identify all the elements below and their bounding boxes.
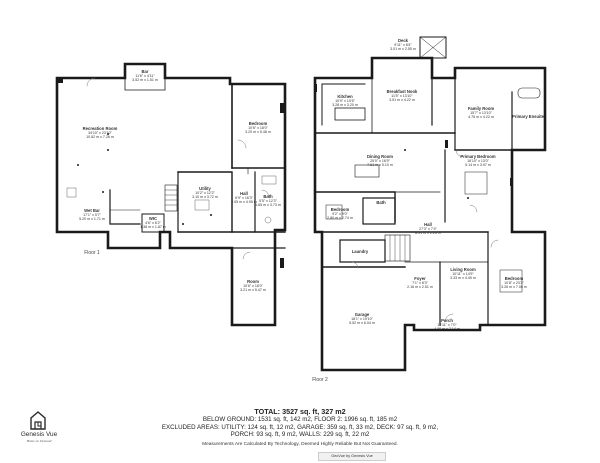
room-dims-hall1: 6'9" x 16'3" xyxy=(235,196,253,200)
room-metric-bedroom2: 2.80 m x 2.74 m xyxy=(327,216,353,220)
floor-1-plan xyxy=(55,62,287,327)
room-name-bath2: Bath xyxy=(376,200,386,205)
room-metric-family: 4.75 m x 4.22 m xyxy=(468,115,494,119)
room-name-room: Room xyxy=(247,279,259,284)
brand-name: Genesis Vue xyxy=(20,431,58,438)
room-metric-hall1: 2.05 m x 4.95 m xyxy=(231,200,257,204)
floor-1-label: Floor 1 xyxy=(84,250,100,256)
room-metric-wetbar: 5.20 m x 1.71 m xyxy=(79,217,105,221)
room-dims-breakfast: 11'5" x 13'10" xyxy=(391,94,413,98)
room-name-family: Family Room xyxy=(468,106,495,111)
room-dims-room: 10'6" x 18'0" xyxy=(243,284,263,288)
room-metric-foyer: 2.16 m x 2.51 m xyxy=(407,285,433,289)
room-name-dining: Dining Room xyxy=(367,154,393,159)
brand-tagline: Home on Demand xyxy=(26,439,52,443)
room-dims-garage: 18'1" x 19'10" xyxy=(351,317,373,321)
room-name-breakfast: Breakfast Nook xyxy=(387,89,418,94)
room-dims-dining: 25'0" x 16'9" xyxy=(370,159,390,163)
room-metric-porch: 4.86 m x 2.14 m xyxy=(434,327,460,331)
room-metric-bedroom3: 3.26 m x 7.06 m xyxy=(501,285,527,289)
floor-2-fixtures xyxy=(314,84,513,199)
room-dims-family: 15'7" x 13'10" xyxy=(470,111,492,115)
room-metric-recreation: 10.62 m x 7.26 m xyxy=(86,135,114,139)
room-dims-primary: 16'10" x 13'0" xyxy=(467,159,489,163)
room-metric-room: 3.21 m x 5.47 m xyxy=(240,288,266,292)
room-metric-living: 3.33 m x 4.49 m xyxy=(450,276,476,280)
room-name-foyer: Foyer xyxy=(414,276,426,281)
room-name-bedroom3: Bedroom xyxy=(505,276,524,281)
room-metric-bar: 3.52 m x 1.51 m xyxy=(132,78,158,82)
room-metric-garage: 5.52 m x 6.04 m xyxy=(349,321,375,325)
room-metric-deck: 3.01 m x 2.55 m xyxy=(390,47,416,51)
room-name-bar: Bar xyxy=(142,69,149,74)
room-dims-living: 10'11" x 14'9" xyxy=(452,272,474,276)
room-dims-bar: 11'6" x 4'11" xyxy=(135,74,155,78)
room-dims-bedroom1: 10'6" x 18'0" xyxy=(248,126,268,130)
area-summary: TOTAL: 3527 sq. ft, 327 m2 BELOW GROUND:… xyxy=(0,408,600,439)
excluded-areas-1: EXCLUDED AREAS: UTILITY: 124 sq. ft, 12 … xyxy=(161,423,439,431)
room-dims-porch: 15'11" x 7'0" xyxy=(437,323,457,327)
floor-1-furniture xyxy=(66,175,277,224)
genesis-vue-logo-icon xyxy=(30,411,46,430)
room-dims-wic: 4'6" x 6'2" xyxy=(145,221,161,225)
room-dims-bedroom2: 9'2" x 9'0" xyxy=(332,212,348,216)
room-name-ensuite: Primary Ensuite xyxy=(512,114,545,119)
room-metric-dining: 7.61 m x 5.10 m xyxy=(367,163,393,167)
room-name-hall1: Hall xyxy=(240,191,248,196)
room-dims-wetbar: 17'1" x 5'7" xyxy=(83,213,101,217)
room-metric-wic: 1.38 m x 1.87 m xyxy=(140,225,166,229)
room-name-living: Living Room xyxy=(450,267,476,272)
room-name-wic: WIC xyxy=(149,216,157,221)
room-metric-hall2: 8.31 m x 2.23 m xyxy=(415,231,441,235)
room-metric-kitchen: 3.28 m x 3.20 m xyxy=(332,103,358,107)
room-dims-bedroom3: 10'8" x 23'2" xyxy=(504,281,524,285)
excluded-areas-2: PORCH: 93 sq. ft, 9 m2, WALLS: 229 sq. f… xyxy=(230,431,370,439)
room-metric-utility: 3.10 m x 3.72 m xyxy=(192,195,218,199)
floor-1-fixtures xyxy=(57,77,284,268)
room-name-deck: Deck xyxy=(398,38,409,43)
room-dims-utility: 10'2" x 12'2" xyxy=(195,191,215,195)
room-name-porch: Porch xyxy=(441,318,453,323)
room-name-garage: Garage xyxy=(355,312,370,317)
room-dims-foyer: 7'1" x 8'3" xyxy=(412,281,428,285)
room-name-bedroom2: Bedroom xyxy=(331,207,350,212)
room-name-laundry: Laundry xyxy=(352,249,369,254)
room-dims-kitchen: 10'9" x 10'6" xyxy=(335,99,355,103)
room-name-primary: Primary Bedroom xyxy=(460,154,495,159)
room-metric-bath1: 1.65 m x 3.73 m xyxy=(255,203,281,207)
room-metric-breakfast: 3.51 m x 4.22 m xyxy=(389,98,415,102)
floor-2-plan xyxy=(313,36,547,372)
room-metric-bedroom1: 3.20 m x 5.48 m xyxy=(245,130,271,134)
room-metric-primary: 5.14 m x 3.97 m xyxy=(465,163,491,167)
room-name-bath1: Bath xyxy=(263,194,273,199)
total-area: TOTAL: 3527 sq. ft, 327 m2 xyxy=(254,407,346,416)
room-dims-deck: 9'11" x 8'4" xyxy=(394,43,412,47)
room-name-hall2: Hall xyxy=(424,222,432,227)
room-dims-hall2: 27'3" x 7'4" xyxy=(419,227,437,231)
room-name-bedroom1: Bedroom xyxy=(249,121,268,126)
geovue-badge: GeoVue by Genesis Vue xyxy=(318,452,386,461)
room-name-wetbar: Wet Bar xyxy=(84,208,100,213)
room-dims-recreation: 34'10" x 23'10" xyxy=(88,131,112,135)
room-dims-bath1: 5'5" x 12'3" xyxy=(259,199,277,203)
disclaimer: Measurements Are Calculated By Technolog… xyxy=(202,442,398,447)
room-name-recreation: Recreation Room xyxy=(83,126,118,131)
floor-2-label: Floor 2 xyxy=(312,377,328,383)
floor-areas: BELOW GROUND: 1531 sq. ft, 142 m2, FLOOR… xyxy=(202,416,398,423)
room-name-kitchen: Kitchen xyxy=(337,94,353,99)
room-name-utility: Utility xyxy=(199,186,211,191)
